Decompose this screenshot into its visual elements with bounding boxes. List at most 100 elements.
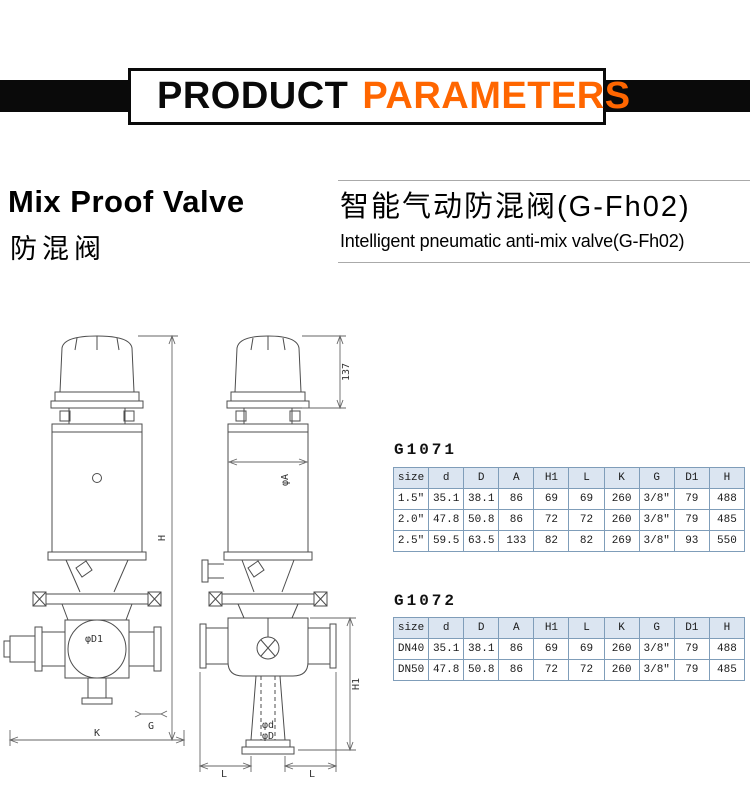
right-valve-dimension-lines	[198, 334, 356, 772]
table-cell: 260	[603, 638, 640, 660]
dim-label-l-left: L	[221, 769, 227, 778]
table-cell: 3/8″	[638, 488, 675, 510]
table-cell: 63.5	[463, 530, 500, 552]
table-cell: 2.0″	[392, 509, 430, 531]
column-header: A	[498, 617, 535, 639]
table-cell: 72	[533, 509, 570, 531]
table-cell: 82	[533, 530, 570, 552]
right-valve-outline	[199, 335, 337, 755]
table-cell: 550	[708, 530, 746, 552]
column-header: H1	[533, 467, 570, 489]
table-cell: 86	[498, 509, 535, 531]
column-header: H	[708, 617, 746, 639]
column-header: L	[568, 617, 605, 639]
dim-label-137: 137	[341, 363, 352, 381]
table-cell: 3/8″	[638, 509, 675, 531]
table-caption-g1072: G1072	[394, 592, 458, 610]
column-header: size	[392, 467, 430, 489]
table-cell: 35.1	[428, 638, 465, 660]
dim-label-phi-a: φA	[280, 474, 291, 486]
column-header: G	[638, 617, 675, 639]
column-header: D	[463, 617, 500, 639]
table-caption-g1071: G1071	[394, 441, 458, 459]
column-header: H1	[533, 617, 570, 639]
column-header: G	[638, 467, 675, 489]
column-header: K	[603, 467, 640, 489]
dim-label-k: K	[94, 728, 100, 739]
table-cell: 488	[708, 638, 746, 660]
table-cell: 86	[498, 488, 535, 510]
table-cell: 93	[673, 530, 710, 552]
column-header: A	[498, 467, 535, 489]
table-cell: 59.5	[428, 530, 465, 552]
table-cell: 86	[498, 659, 535, 681]
table-cell: 69	[568, 638, 605, 660]
column-header: D1	[673, 467, 710, 489]
table-cell: 1.5″	[392, 488, 430, 510]
banner-title-product: PRODUCT	[157, 75, 349, 117]
dim-label-g: G	[148, 721, 154, 732]
table-cell: 3/8″	[638, 659, 675, 681]
column-header: D1	[673, 617, 710, 639]
banner-title-parameters: PARAMETERS	[362, 75, 631, 117]
table-cell: 72	[568, 659, 605, 681]
table-cell: 79	[673, 638, 710, 660]
dim-label-h: H	[157, 535, 168, 541]
column-header: H	[708, 467, 746, 489]
table-cell: 38.1	[463, 488, 500, 510]
dim-label-phi-d1: φD1	[85, 634, 103, 645]
table-cell: 3/8″	[638, 530, 675, 552]
table-cell: 488	[708, 488, 746, 510]
table-cell: 260	[603, 659, 640, 681]
product-name-cn: 智能气动防混阀(G-Fh02)	[340, 191, 691, 223]
table-cell: 35.1	[428, 488, 465, 510]
left-valve-drawing: φD1 G K H	[3, 334, 186, 746]
product-title-cn: 防混阀	[10, 234, 106, 264]
table-cell: 3/8″	[638, 638, 675, 660]
table-cell: 47.8	[428, 659, 465, 681]
dim-label-h1: H1	[351, 678, 362, 690]
table-cell: 50.8	[463, 509, 500, 531]
product-name-en: Intelligent pneumatic anti-mix valve(G-F…	[340, 231, 685, 251]
table-cell: 86	[498, 638, 535, 660]
column-header: d	[428, 467, 465, 489]
product-title-en: Mix Proof Valve	[8, 184, 245, 219]
column-header: K	[603, 617, 640, 639]
table-cell: 133	[498, 530, 535, 552]
left-valve-dimension-lines	[8, 334, 186, 746]
table-cell: DN50	[392, 659, 430, 681]
table-cell: 79	[673, 659, 710, 681]
table-cell: 79	[673, 488, 710, 510]
table-cell: 47.8	[428, 509, 465, 531]
table-cell: 38.1	[463, 638, 500, 660]
table-cell: 485	[708, 659, 746, 681]
table-cell: 79	[673, 509, 710, 531]
table-cell: 69	[533, 488, 570, 510]
table-cell: 2.5″	[392, 530, 430, 552]
table-cell: 69	[533, 638, 570, 660]
table-cell: 72	[533, 659, 570, 681]
table-cell: 69	[568, 488, 605, 510]
dim-label-phi-d-small: φd	[262, 720, 274, 731]
table-cell: 269	[603, 530, 640, 552]
table-cell: 82	[568, 530, 605, 552]
column-header: L	[568, 467, 605, 489]
left-valve-outline	[3, 335, 162, 705]
table-cell: 50.8	[463, 659, 500, 681]
table-cell: 72	[568, 509, 605, 531]
column-header: D	[463, 467, 500, 489]
table-cell: 485	[708, 509, 746, 531]
table-cell: 260	[603, 509, 640, 531]
dim-label-phi-d-large: φD	[262, 731, 274, 742]
right-valve-drawing: φA 137 H1 φd φD L L	[198, 334, 362, 778]
banner: PRODUCT PARAMETERS	[128, 68, 630, 125]
